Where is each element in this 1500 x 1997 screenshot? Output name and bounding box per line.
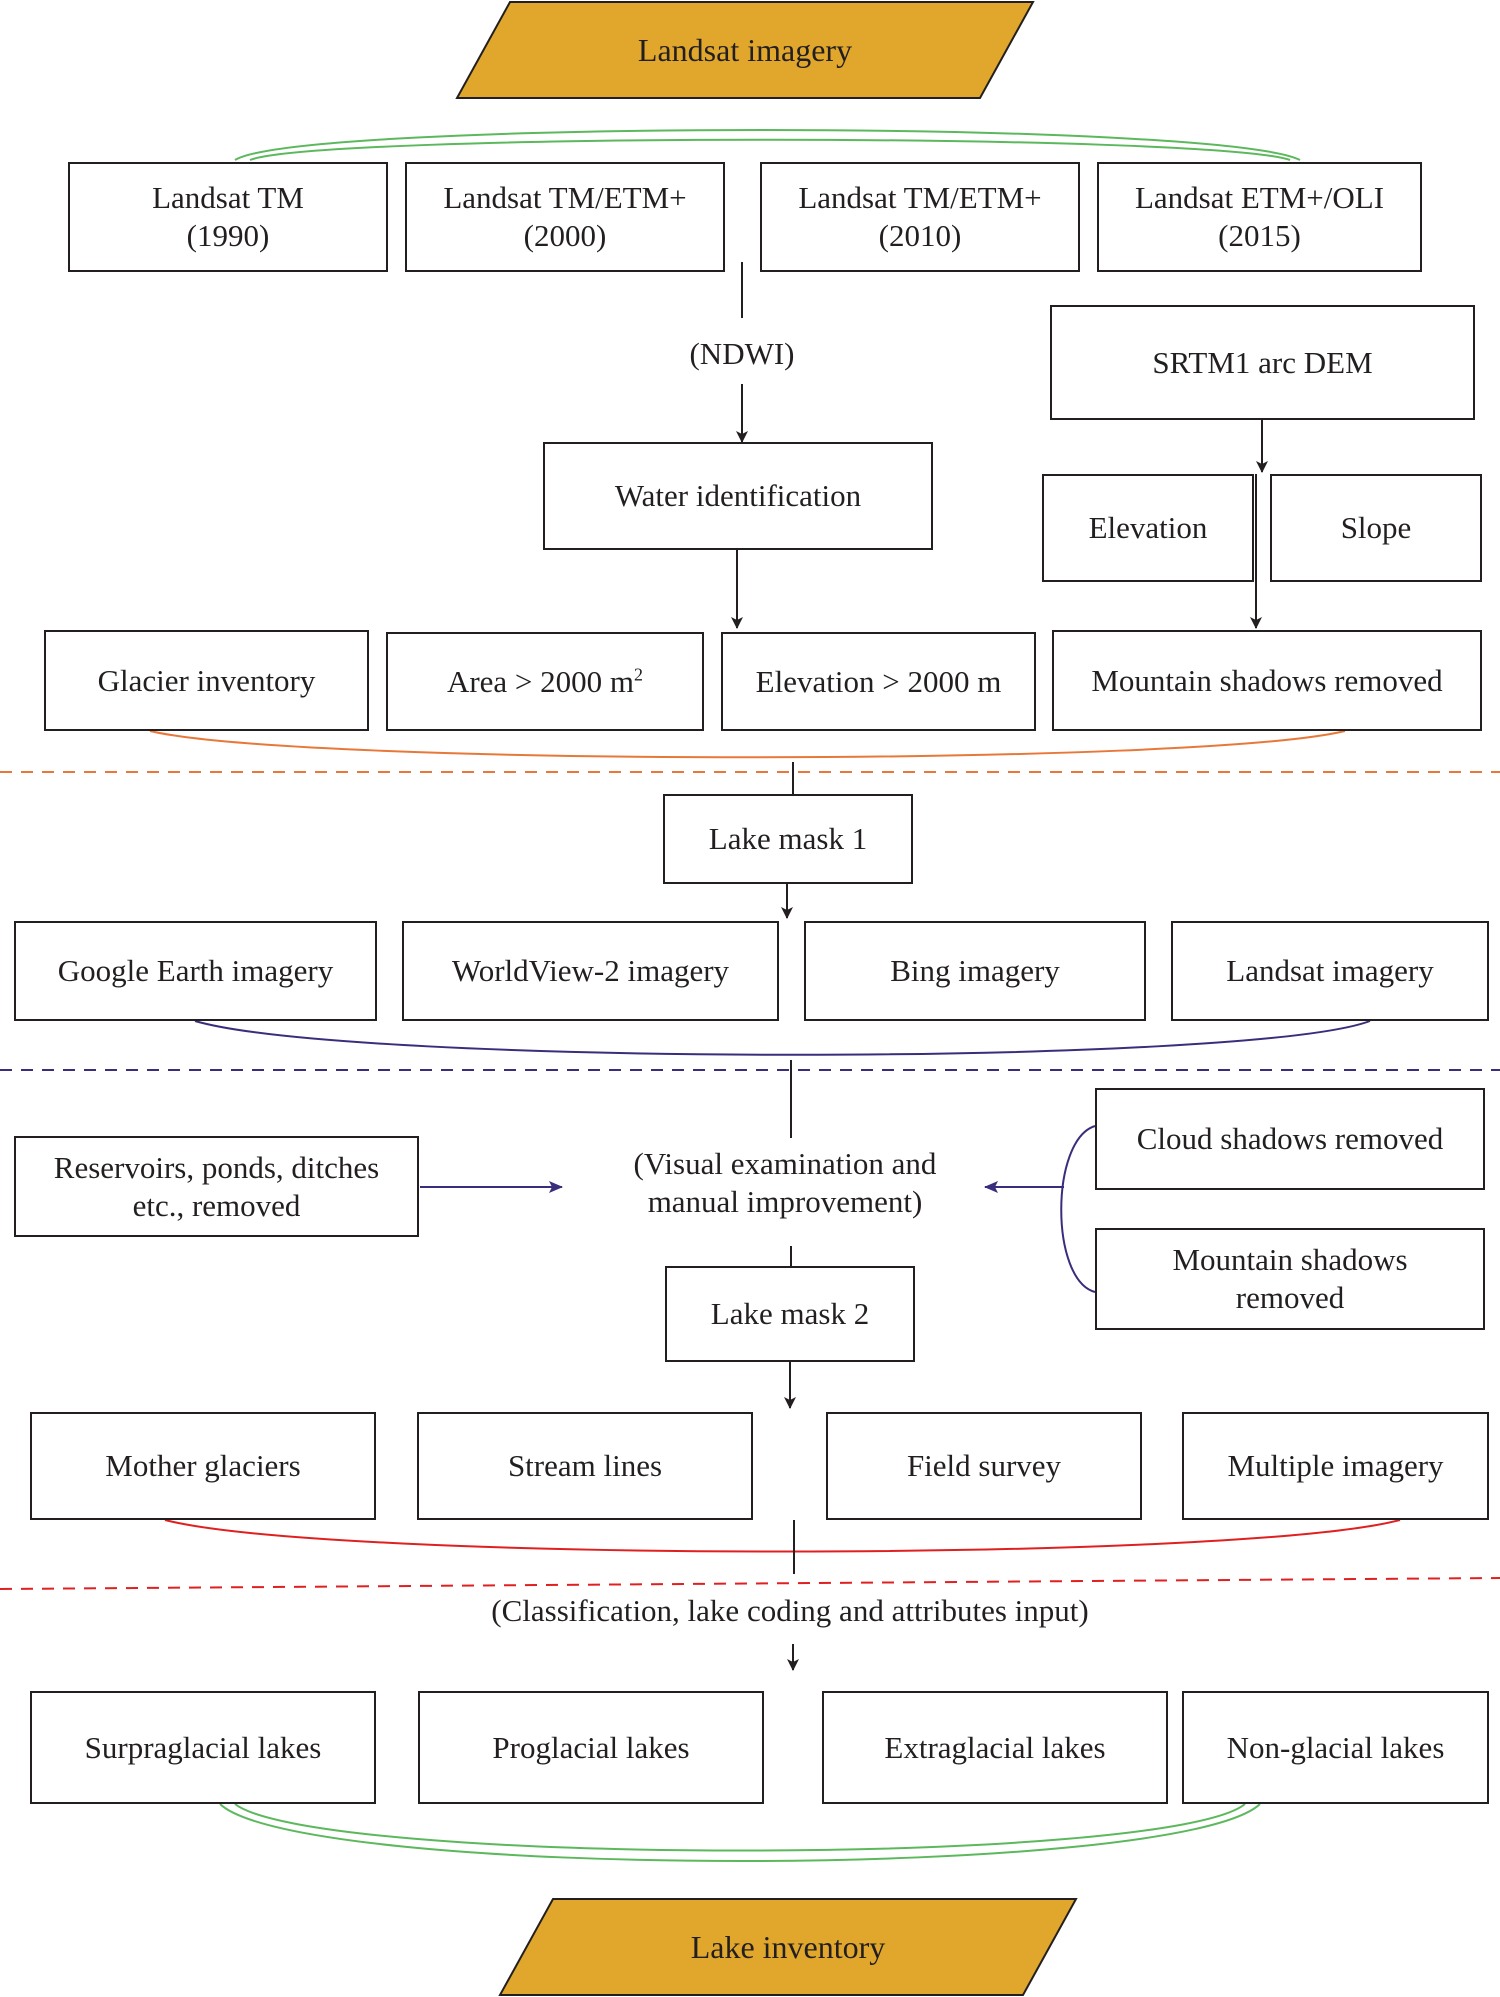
visual-examination-label: (Visual examination and manual improveme… — [633, 1146, 937, 1219]
google-earth-imagery-box: Google Earth imagery — [14, 921, 377, 1021]
ndwi-label: (NDWI) — [689, 336, 795, 371]
mountain-shadows-removed-box-2: Mountain shadows removed — [1095, 1228, 1485, 1330]
proglacial-lakes-box: Proglacial lakes — [418, 1691, 764, 1804]
elevation-threshold-box: Elevation > 2000 m — [721, 632, 1036, 731]
input-landsat-imagery: Landsat imagery — [455, 0, 1035, 100]
red-bracket — [164, 1519, 1401, 1553]
elevation-box: Elevation — [1042, 474, 1254, 582]
worldview2-imagery-box: WorldView-2 imagery — [402, 921, 779, 1021]
water-identification-box: Water identification — [543, 442, 933, 550]
slope-box: Slope — [1270, 474, 1482, 582]
source-landsat-tm-1990: Landsat TM (1990) — [68, 162, 388, 272]
lake-mask-2-box: Lake mask 2 — [665, 1266, 915, 1362]
source-landsat-etm-oli-2015: Landsat ETM+/OLI (2015) — [1097, 162, 1422, 272]
multiple-imagery-box: Multiple imagery — [1182, 1412, 1489, 1520]
red-dashed-separator — [0, 1577, 1500, 1590]
lake-mask-1-box: Lake mask 1 — [663, 794, 913, 884]
mountain-shadows-removed-box: Mountain shadows removed — [1052, 630, 1482, 731]
extraglacial-lakes-box: Extraglacial lakes — [822, 1691, 1168, 1804]
cloud-shadows-removed-box: Cloud shadows removed — [1095, 1088, 1485, 1190]
supraglacial-lakes-box: Surpraglacial lakes — [30, 1691, 376, 1804]
output-label: Lake inventory — [690, 1928, 886, 1965]
source-landsat-tm-etm-2010: Landsat TM/ETM+ (2010) — [760, 162, 1080, 272]
area-threshold-box: Area > 2000 m2 — [386, 632, 704, 731]
mother-glaciers-box: Mother glaciers — [30, 1412, 376, 1520]
glacier-inventory-box: Glacier inventory — [44, 630, 369, 731]
green-bracket-top — [234, 129, 1301, 161]
orange-bracket — [149, 730, 1346, 759]
green-bracket-bottom — [219, 1803, 1261, 1862]
navy-bracket-right — [1060, 1125, 1096, 1293]
field-survey-box: Field survey — [826, 1412, 1142, 1520]
non-glacial-lakes-box: Non-glacial lakes — [1182, 1691, 1489, 1804]
classification-label: (Classification, lake coding and attribu… — [491, 1593, 1089, 1628]
source-landsat-tm-etm-2000: Landsat TM/ETM+ (2000) — [405, 162, 725, 272]
navy-bracket — [194, 1020, 1371, 1056]
bing-imagery-box: Bing imagery — [804, 921, 1146, 1021]
reservoirs-removed-box: Reservoirs, ponds, ditches etc., removed — [14, 1136, 419, 1237]
output-lake-inventory: Lake inventory — [498, 1897, 1078, 1997]
srtm-dem-box: SRTM1 arc DEM — [1050, 305, 1475, 420]
stream-lines-box: Stream lines — [417, 1412, 753, 1520]
landsat-imagery-box: Landsat imagery — [1171, 921, 1489, 1021]
input-label: Landsat imagery — [637, 31, 853, 68]
